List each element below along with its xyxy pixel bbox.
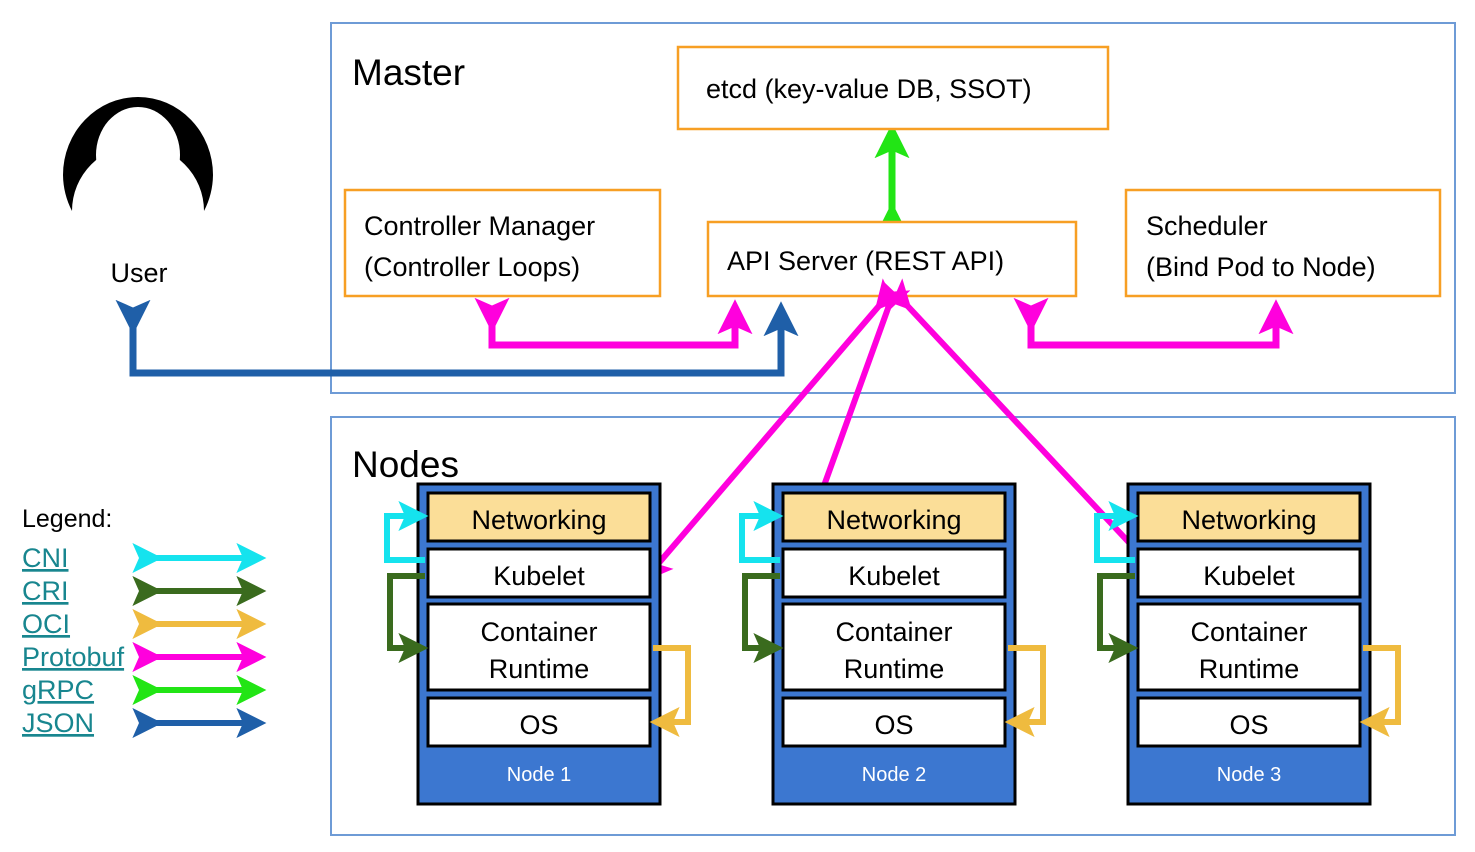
node-1-kubelet	[426, 547, 652, 599]
node-3-kubelet	[1136, 547, 1362, 599]
etcd-box[interactable]: etcd (key-value DB, SSOT)	[676, 45, 1110, 131]
node-3-runtime-label-line2: Runtime	[1199, 654, 1300, 684]
node-3-kubelet-label: Kubelet	[1203, 561, 1295, 591]
legend: Legend: CNI CRI OCI Protobuf gRPC JSON	[22, 505, 267, 738]
node-3-networking-label: Networking	[1181, 505, 1316, 535]
node-1-cri-link	[387, 573, 429, 663]
user-label: User	[110, 258, 167, 288]
node-3-name: Node 3	[1217, 764, 1282, 786]
api-server-box[interactable]: API Server (REST API)	[706, 220, 1078, 298]
node-1-networking-label: Networking	[471, 505, 606, 535]
scheduler-label-line2: (Bind Pod to Node)	[1146, 252, 1376, 282]
legend-title: Legend:	[22, 505, 112, 533]
node-2-oci-link	[1004, 645, 1046, 737]
node-1-os-label: OS	[519, 710, 558, 740]
node-1-runtime-label-line1: Container	[480, 617, 597, 647]
legend-item-grpc-label[interactable]: gRPC	[22, 675, 94, 705]
node-1-runtime-label-line2: Runtime	[489, 654, 590, 684]
node-2-protocol-links	[739, 501, 1046, 737]
node-1-oci-link	[649, 645, 691, 737]
node-3-oci-link	[1359, 645, 1401, 737]
legend-item-json-label[interactable]: JSON	[22, 708, 94, 738]
node-2-os	[781, 696, 1007, 748]
node-2-runtime-label-line2: Runtime	[844, 654, 945, 684]
node-2-cni-link	[739, 501, 784, 563]
node-2-networking	[781, 491, 1007, 543]
etcd-label: etcd (key-value DB, SSOT)	[706, 74, 1032, 104]
node-1[interactable]: Networking Kubelet Container Runtime OS …	[416, 482, 662, 806]
legend-item-oci-label[interactable]: OCI	[22, 609, 70, 639]
node-2-cri-link	[742, 573, 784, 663]
node-2-kubelet	[781, 547, 1007, 599]
node-1-cni-link	[384, 501, 429, 563]
user-avatar-icon	[63, 97, 213, 211]
node-3-networking	[1136, 491, 1362, 543]
legend-item-cni-label[interactable]: CNI	[22, 543, 69, 573]
node-2-os-label: OS	[874, 710, 913, 740]
node-2-kubelet-label: Kubelet	[848, 561, 940, 591]
node-3-cri-link	[1097, 573, 1139, 663]
node-3-protocol-links	[1094, 501, 1401, 737]
connection-api-server-scheduler	[1013, 297, 1294, 349]
node-3-container-runtime	[1136, 602, 1362, 692]
nodes-panel-title: Nodes	[352, 444, 459, 485]
node-1-kubelet-label: Kubelet	[493, 561, 585, 591]
api-server-label: API Server (REST API)	[727, 246, 1004, 276]
node-2-networking-label: Networking	[826, 505, 961, 535]
node-2-runtime-label-line1: Container	[835, 617, 952, 647]
node-1-networking	[426, 491, 652, 543]
node-1-protocol-links	[384, 501, 691, 737]
master-panel-title: Master	[352, 52, 465, 93]
node-3-os-label: OS	[1229, 710, 1268, 740]
scheduler-box[interactable]: Scheduler (Bind Pod to Node)	[1124, 188, 1442, 298]
node-2[interactable]: Networking Kubelet Container Runtime OS …	[771, 482, 1017, 806]
controller-manager-label-line1: Controller Manager	[364, 211, 595, 241]
controller-manager-label-line2: (Controller Loops)	[364, 252, 580, 282]
connection-controller-manager-api-server	[474, 297, 753, 349]
node-2-name: Node 2	[862, 764, 927, 786]
node-3-cni-link	[1094, 501, 1139, 563]
node-3-os	[1136, 696, 1362, 748]
node-3-runtime-label-line1: Container	[1190, 617, 1307, 647]
controller-manager-box[interactable]: Controller Manager (Controller Loops)	[343, 188, 662, 298]
node-1-name: Node 1	[507, 764, 572, 786]
scheduler-label-line1: Scheduler	[1146, 211, 1268, 241]
legend-item-cri-label[interactable]: CRI	[22, 576, 69, 606]
legend-item-protobuf-label[interactable]: Protobuf	[22, 642, 125, 672]
node-3[interactable]: Networking Kubelet Container Runtime OS …	[1126, 482, 1372, 806]
node-2-container-runtime	[781, 602, 1007, 692]
